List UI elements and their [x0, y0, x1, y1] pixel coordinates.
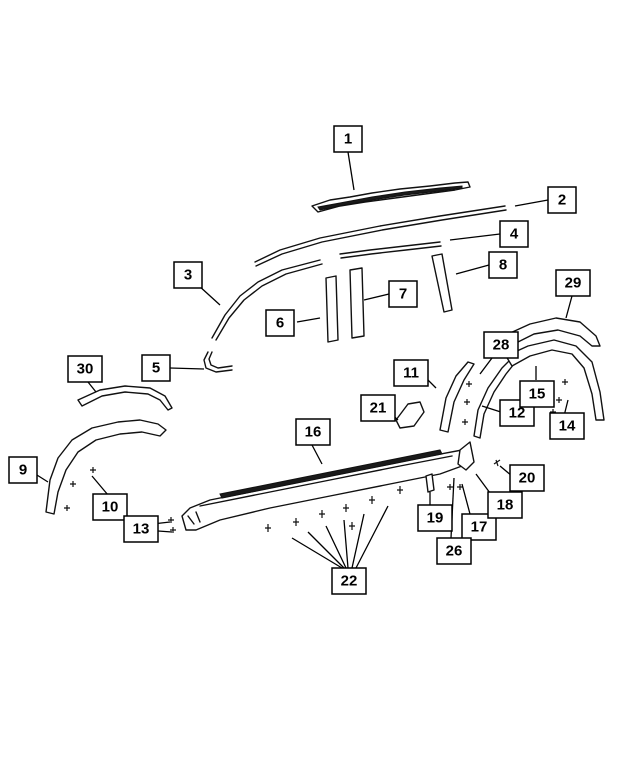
part-9-front-wheel-flare	[45, 419, 167, 515]
callout-label: 4	[510, 226, 519, 243]
callout-26: 26	[436, 537, 472, 565]
part-29-rear-wheel-flare	[507, 317, 601, 347]
callout-30: 30	[67, 355, 103, 383]
callout-3: 3	[173, 261, 203, 289]
part-11-rear-flare-strip	[439, 361, 475, 433]
part-1-roof-rail	[311, 181, 471, 213]
callout-label: 22	[341, 573, 358, 590]
callout-5: 5	[141, 354, 171, 382]
callout-9: 9	[8, 456, 38, 484]
callout-label: 29	[565, 275, 582, 292]
callout-label: 5	[152, 360, 160, 377]
callout-label: 9	[19, 462, 27, 479]
callout-19: 19	[417, 504, 453, 532]
callout-label: 10	[102, 499, 119, 516]
part-19-bracket	[425, 473, 435, 493]
part-21-fuel-door	[395, 401, 425, 429]
part-6-pillar-applique	[325, 275, 339, 343]
part-2-roof-molding	[254, 205, 507, 267]
callout-14: 14	[549, 412, 585, 440]
callout-18: 18	[487, 491, 523, 519]
callout-label: 8	[499, 257, 507, 274]
callout-21: 21	[360, 394, 396, 422]
part-4-door-molding	[339, 241, 442, 259]
callout-label: 1	[344, 131, 352, 148]
callout-7: 7	[388, 280, 418, 308]
callout-label: 16	[305, 424, 322, 441]
part-5-corner-molding	[203, 351, 233, 373]
part-30-fender-molding	[77, 385, 173, 411]
callout-29: 29	[555, 269, 591, 297]
fastener-clips	[64, 379, 568, 533]
part-16-rocker-molding	[181, 449, 469, 531]
callout-15: 15	[519, 380, 555, 408]
part-3-windshield-molding	[211, 259, 323, 341]
callout-label: 14	[559, 418, 576, 435]
callout-label: 11	[403, 365, 419, 382]
callout-label: 19	[427, 510, 444, 527]
callout-label: 2	[558, 192, 566, 209]
part-7-pillar-applique	[349, 267, 365, 339]
callout-11: 11	[393, 359, 429, 387]
callout-6: 6	[265, 309, 295, 337]
callout-label: 18	[497, 497, 514, 514]
part-8-pillar-applique	[431, 253, 453, 313]
callout-label: 3	[184, 267, 192, 284]
callout-1: 1	[333, 125, 363, 153]
callout-label: 13	[133, 521, 150, 538]
callout-10: 10	[92, 493, 128, 521]
callout-16: 16	[295, 418, 331, 446]
callout-label: 30	[77, 361, 94, 378]
callout-label: 15	[529, 386, 546, 403]
part-20-screw	[493, 459, 501, 467]
callout-label: 20	[519, 470, 536, 487]
part-18-bracket	[457, 441, 475, 471]
callout-4: 4	[499, 220, 529, 248]
callout-28: 28	[483, 331, 519, 359]
callout-label: 21	[370, 400, 387, 417]
part-15-rear-flare-molding	[505, 339, 605, 421]
callout-20: 20	[509, 464, 545, 492]
callout-2: 2	[547, 186, 577, 214]
callout-label: 6	[276, 315, 284, 332]
callout-22: 22	[331, 567, 367, 595]
callout-label: 28	[493, 337, 510, 354]
callout-label: 26	[446, 543, 463, 560]
callout-8: 8	[488, 251, 518, 279]
callout-label: 7	[399, 286, 407, 303]
callout-label: 17	[471, 519, 488, 536]
callout-label: 12	[509, 405, 526, 422]
callout-13: 13	[123, 515, 159, 543]
